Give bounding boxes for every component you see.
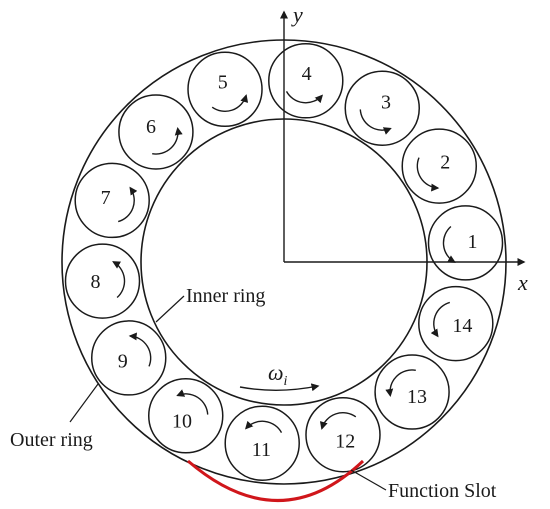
rotation-arrow (211, 94, 249, 112)
function-slot-curve (187, 459, 365, 502)
ball-9: 9 (91, 320, 167, 396)
function-slot-label: Function Slot (388, 480, 497, 502)
ball-4: 4 (268, 43, 344, 119)
inner-ring-label: Inner ring (186, 285, 265, 307)
outer-ring-label: Outer ring (10, 429, 93, 451)
rotation-arrow (128, 332, 152, 367)
ball-circle (187, 51, 263, 128)
rotation-arrow (152, 127, 183, 155)
ball-2: 2 (401, 128, 477, 204)
ball-circle (401, 128, 477, 204)
rotation-arrow (359, 109, 392, 135)
ball-circle (118, 94, 194, 170)
ball-10: 10 (148, 378, 224, 454)
ball-1: 1 (427, 205, 504, 281)
ball-number: 1 (468, 231, 478, 253)
ball-13: 13 (374, 354, 450, 430)
rotation-arrow (285, 91, 324, 104)
y-axis-label: y (291, 2, 303, 27)
rotation-arrow (416, 157, 440, 192)
rotation-arrow (385, 369, 416, 397)
ball-circle (268, 43, 344, 119)
ball-number: 13 (407, 386, 427, 408)
ball-circle (224, 405, 300, 481)
ball-7: 7 (74, 162, 150, 239)
ball-circle (64, 243, 141, 319)
rotation-arrow (319, 412, 357, 430)
inner-ring-leader (155, 295, 185, 323)
omega-arrow (239, 383, 320, 392)
ball-number: 7 (101, 187, 111, 209)
ball-circle (74, 162, 150, 239)
ball-8: 8 (64, 243, 141, 319)
ball-6: 6 (118, 94, 194, 170)
rotation-arrow (112, 261, 126, 299)
ball-number: 3 (381, 91, 391, 113)
ball-number: 4 (302, 63, 312, 85)
rotation-arrow (244, 420, 283, 433)
ball-12: 12 (305, 396, 381, 473)
ball-circle (148, 378, 224, 454)
ball-number: 11 (252, 439, 271, 461)
ball-number: 14 (452, 315, 472, 337)
ball-5: 5 (187, 51, 263, 128)
ball-number: 8 (91, 271, 101, 293)
rotation-arrow (442, 225, 456, 263)
ball-3: 3 (344, 70, 420, 146)
ball-number: 10 (172, 411, 192, 433)
rotation-arrow (117, 186, 138, 223)
outer-ring-leader (69, 383, 99, 423)
ball-circle (418, 285, 494, 362)
ball-number: 2 (440, 151, 450, 173)
rotation-arrow (430, 301, 451, 338)
ball-circle (91, 320, 167, 396)
ball-number: 6 (146, 116, 156, 138)
omega-label: ωi (268, 360, 288, 389)
ball-number: 5 (218, 72, 228, 94)
ball-circle (344, 70, 420, 146)
ball-circle (305, 396, 381, 473)
ball-11: 11 (224, 405, 300, 481)
function-slot-leader (350, 469, 387, 491)
ball-number: 9 (118, 351, 128, 373)
rotation-arrow (176, 389, 209, 415)
ball-14: 14 (418, 285, 494, 362)
ball-number: 12 (335, 430, 355, 452)
ball-circle (427, 205, 504, 281)
ball-circle (374, 354, 450, 430)
x-axis-label: x (517, 270, 528, 295)
